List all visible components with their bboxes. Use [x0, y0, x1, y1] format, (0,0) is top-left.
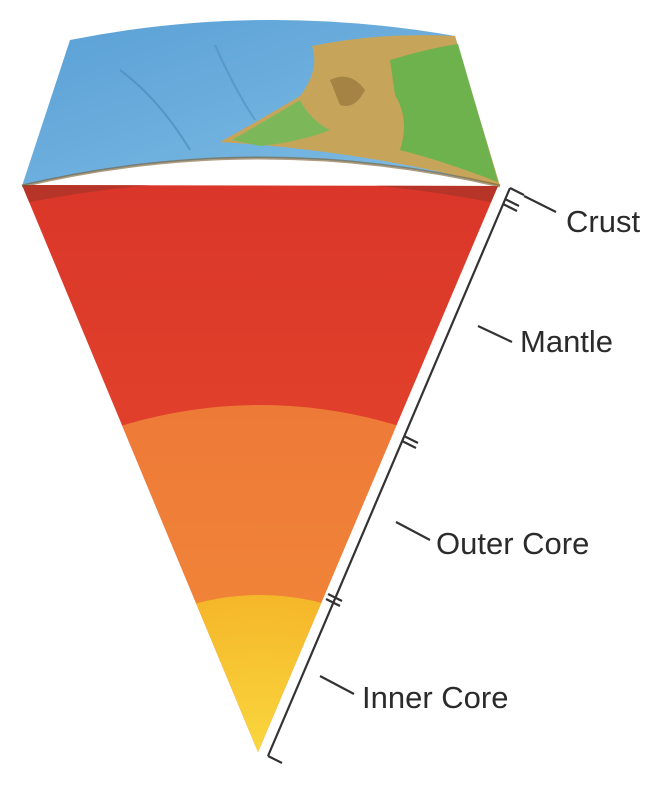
leader-inner-core [319, 675, 355, 695]
land-dark-relief [330, 76, 365, 106]
earth-surface [22, 19, 500, 187]
crust-edge [21, 156, 501, 188]
layer-bracket [266, 187, 557, 764]
tick-outer-inner-a [327, 593, 343, 602]
label-outer-core: Outer Core [436, 526, 589, 561]
tick-mantle-outer-b [401, 440, 417, 449]
bracket-line [266, 187, 512, 757]
leader-crust [523, 195, 557, 213]
tick-crust-mantle-a [504, 198, 520, 207]
label-crust: Crust [566, 204, 640, 239]
ocean-ridge [214, 44, 256, 121]
tick-mantle-outer-a [403, 435, 419, 444]
label-mantle: Mantle [520, 324, 613, 359]
inner-core-layer [150, 595, 370, 752]
land-green [390, 44, 498, 182]
label-inner-core: Inner Core [362, 680, 508, 715]
bracket-end-bottom [267, 755, 283, 764]
tick-crust-mantle-b [502, 203, 518, 212]
bracket-end-top [509, 187, 525, 196]
tick-outer-inner-b [325, 598, 341, 607]
land-green-coast [232, 100, 330, 146]
leader-mantle [477, 325, 513, 343]
ocean-ridge [119, 69, 191, 151]
leader-outer-core [395, 521, 431, 541]
